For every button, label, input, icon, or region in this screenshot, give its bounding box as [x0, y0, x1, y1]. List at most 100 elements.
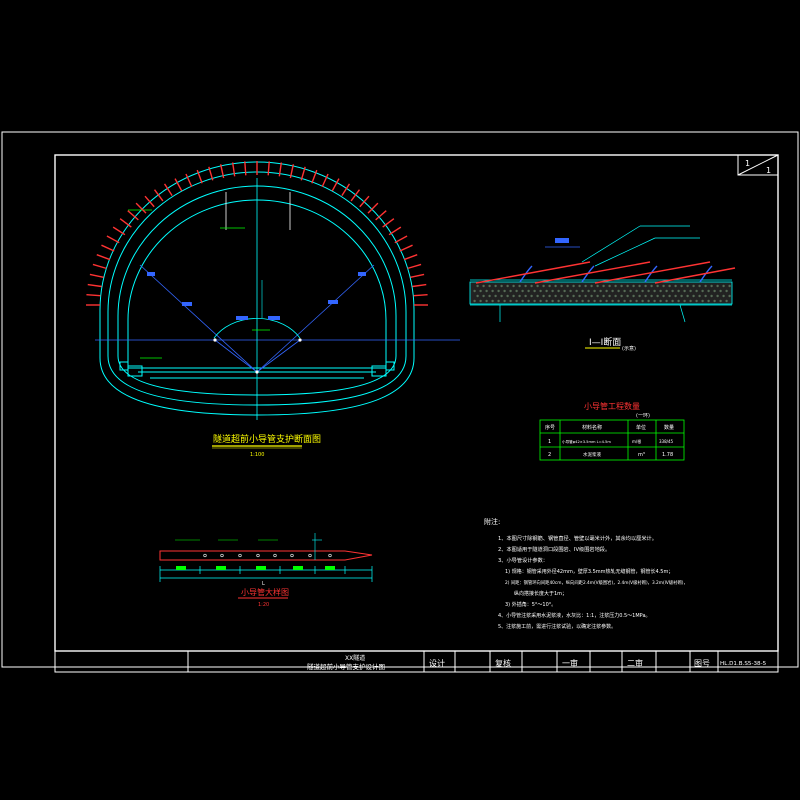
project-line2: 隧道超前小导管支护设计图 — [307, 662, 385, 671]
note-5: 2) 间距：钢管环向间距40cm，纵向间距2.4m(V级围岩)，2.4m(V级衬… — [505, 579, 688, 586]
gravel-dot — [659, 299, 662, 303]
gravel-dot — [596, 294, 599, 298]
gravel-dot — [668, 284, 671, 288]
gravel-dot — [710, 294, 713, 298]
gravel-dot — [524, 294, 527, 298]
small-pipe — [174, 178, 183, 192]
advance-pipes — [86, 161, 428, 306]
gravel-dot — [605, 289, 608, 293]
main-title: 隧道超前小导管支护断面图 — [213, 433, 321, 445]
drawing-no-label: 图号 — [694, 659, 710, 668]
pipe-detail: L 小导管大样图 1:20 — [159, 533, 373, 608]
gravel-dot — [620, 284, 623, 288]
gravel-dot — [623, 299, 626, 303]
gravel-dot — [533, 299, 536, 303]
small-pipe — [86, 294, 101, 297]
gravel-dot — [725, 299, 728, 303]
gravel-dot — [509, 289, 512, 293]
r1-c0: 2 — [548, 452, 551, 458]
r0-c1: 小导管φ42×3.5mm L=4.5m — [562, 439, 611, 444]
gravel-dot — [569, 299, 572, 303]
gravel-dot — [518, 294, 521, 298]
small-pipe — [112, 226, 126, 236]
gravel-dot — [515, 299, 518, 303]
gravel-dot — [479, 299, 482, 303]
gravel-dot — [575, 289, 578, 293]
grout-hole — [290, 553, 294, 558]
gravel-dot — [557, 289, 560, 293]
gravel-dot — [713, 289, 716, 293]
small-pipe — [96, 254, 111, 261]
gravel-dot — [689, 299, 692, 303]
gravel-dot — [581, 299, 584, 303]
gravel-dot — [536, 284, 539, 288]
gravel-dot — [722, 284, 725, 288]
gravel-dot — [632, 284, 635, 288]
gravel-dot — [497, 299, 500, 303]
gravel-dot — [662, 294, 665, 298]
r1-c2: m³ — [638, 452, 645, 458]
gravel-dot — [503, 299, 506, 303]
gravel-dot — [551, 299, 554, 303]
small-pipe — [341, 183, 351, 197]
small-pipe — [219, 164, 225, 179]
gravel-dot — [644, 284, 647, 288]
gravel-dot — [548, 294, 551, 298]
note-8: 4、小导管注浆采用水泥浆液，水灰比：1:1，注浆压力0.5～1MPa。 — [498, 612, 651, 619]
grout-hole — [273, 553, 277, 558]
gravel-dot — [704, 294, 707, 298]
gravel-dot — [494, 294, 497, 298]
small-pipe — [331, 178, 340, 192]
gravel-dot — [626, 284, 629, 288]
gravel-dot — [635, 299, 638, 303]
gravel-dot — [503, 289, 506, 293]
gravel-dot — [653, 299, 656, 303]
gravel-dot — [500, 284, 503, 288]
gravel-dot — [653, 289, 656, 293]
gravel-dot — [530, 284, 533, 288]
gravel-dot — [572, 294, 575, 298]
gravel-dot — [662, 284, 665, 288]
r0-c0: 1 — [548, 439, 551, 445]
gravel-dot — [608, 294, 611, 298]
gravel-dot — [587, 299, 590, 303]
gravel-dot — [563, 289, 566, 293]
gravel-dot — [557, 299, 560, 303]
gravel-dot — [614, 294, 617, 298]
tunnel-cross-section — [95, 161, 460, 420]
sheet-no: 1 — [745, 159, 750, 168]
small-pipe — [231, 162, 236, 177]
gravel-dot — [512, 284, 515, 288]
small-pipe — [289, 164, 295, 179]
gravel-dot — [719, 299, 722, 303]
gravel-dot — [530, 294, 533, 298]
gravel-dot — [641, 299, 644, 303]
gravel-dot — [668, 294, 671, 298]
gravel-dot — [545, 299, 548, 303]
gravel-dot — [632, 294, 635, 298]
gravel-dot — [590, 294, 593, 298]
gravel-dot — [491, 299, 494, 303]
small-pipe — [267, 161, 270, 176]
gravel-dot — [611, 289, 614, 293]
gravel-dot — [515, 289, 518, 293]
gravel-dot — [695, 289, 698, 293]
small-pipe — [144, 195, 155, 208]
gravel-dot — [500, 294, 503, 298]
gravel-dot — [560, 294, 563, 298]
gravel-dot — [602, 284, 605, 288]
gravel-dot — [488, 284, 491, 288]
grout-hole — [238, 553, 242, 558]
quantity-table: 小导管工程数量 (一环) 序号 材料名称 单位 数量 1 小导管φ42×3.5m… — [539, 401, 685, 461]
gravel-dot — [542, 284, 545, 288]
gravel-dot — [551, 289, 554, 293]
gravel-dot — [512, 294, 515, 298]
small-pipe — [399, 244, 413, 252]
gravel-dot — [623, 289, 626, 293]
gravel-dot — [527, 289, 530, 293]
sheet-number-box: 1 1 — [737, 154, 779, 176]
gravel-dot — [641, 289, 644, 293]
gravel-dot — [596, 284, 599, 288]
gravel-dot — [692, 284, 695, 288]
small-pipe — [407, 263, 422, 270]
